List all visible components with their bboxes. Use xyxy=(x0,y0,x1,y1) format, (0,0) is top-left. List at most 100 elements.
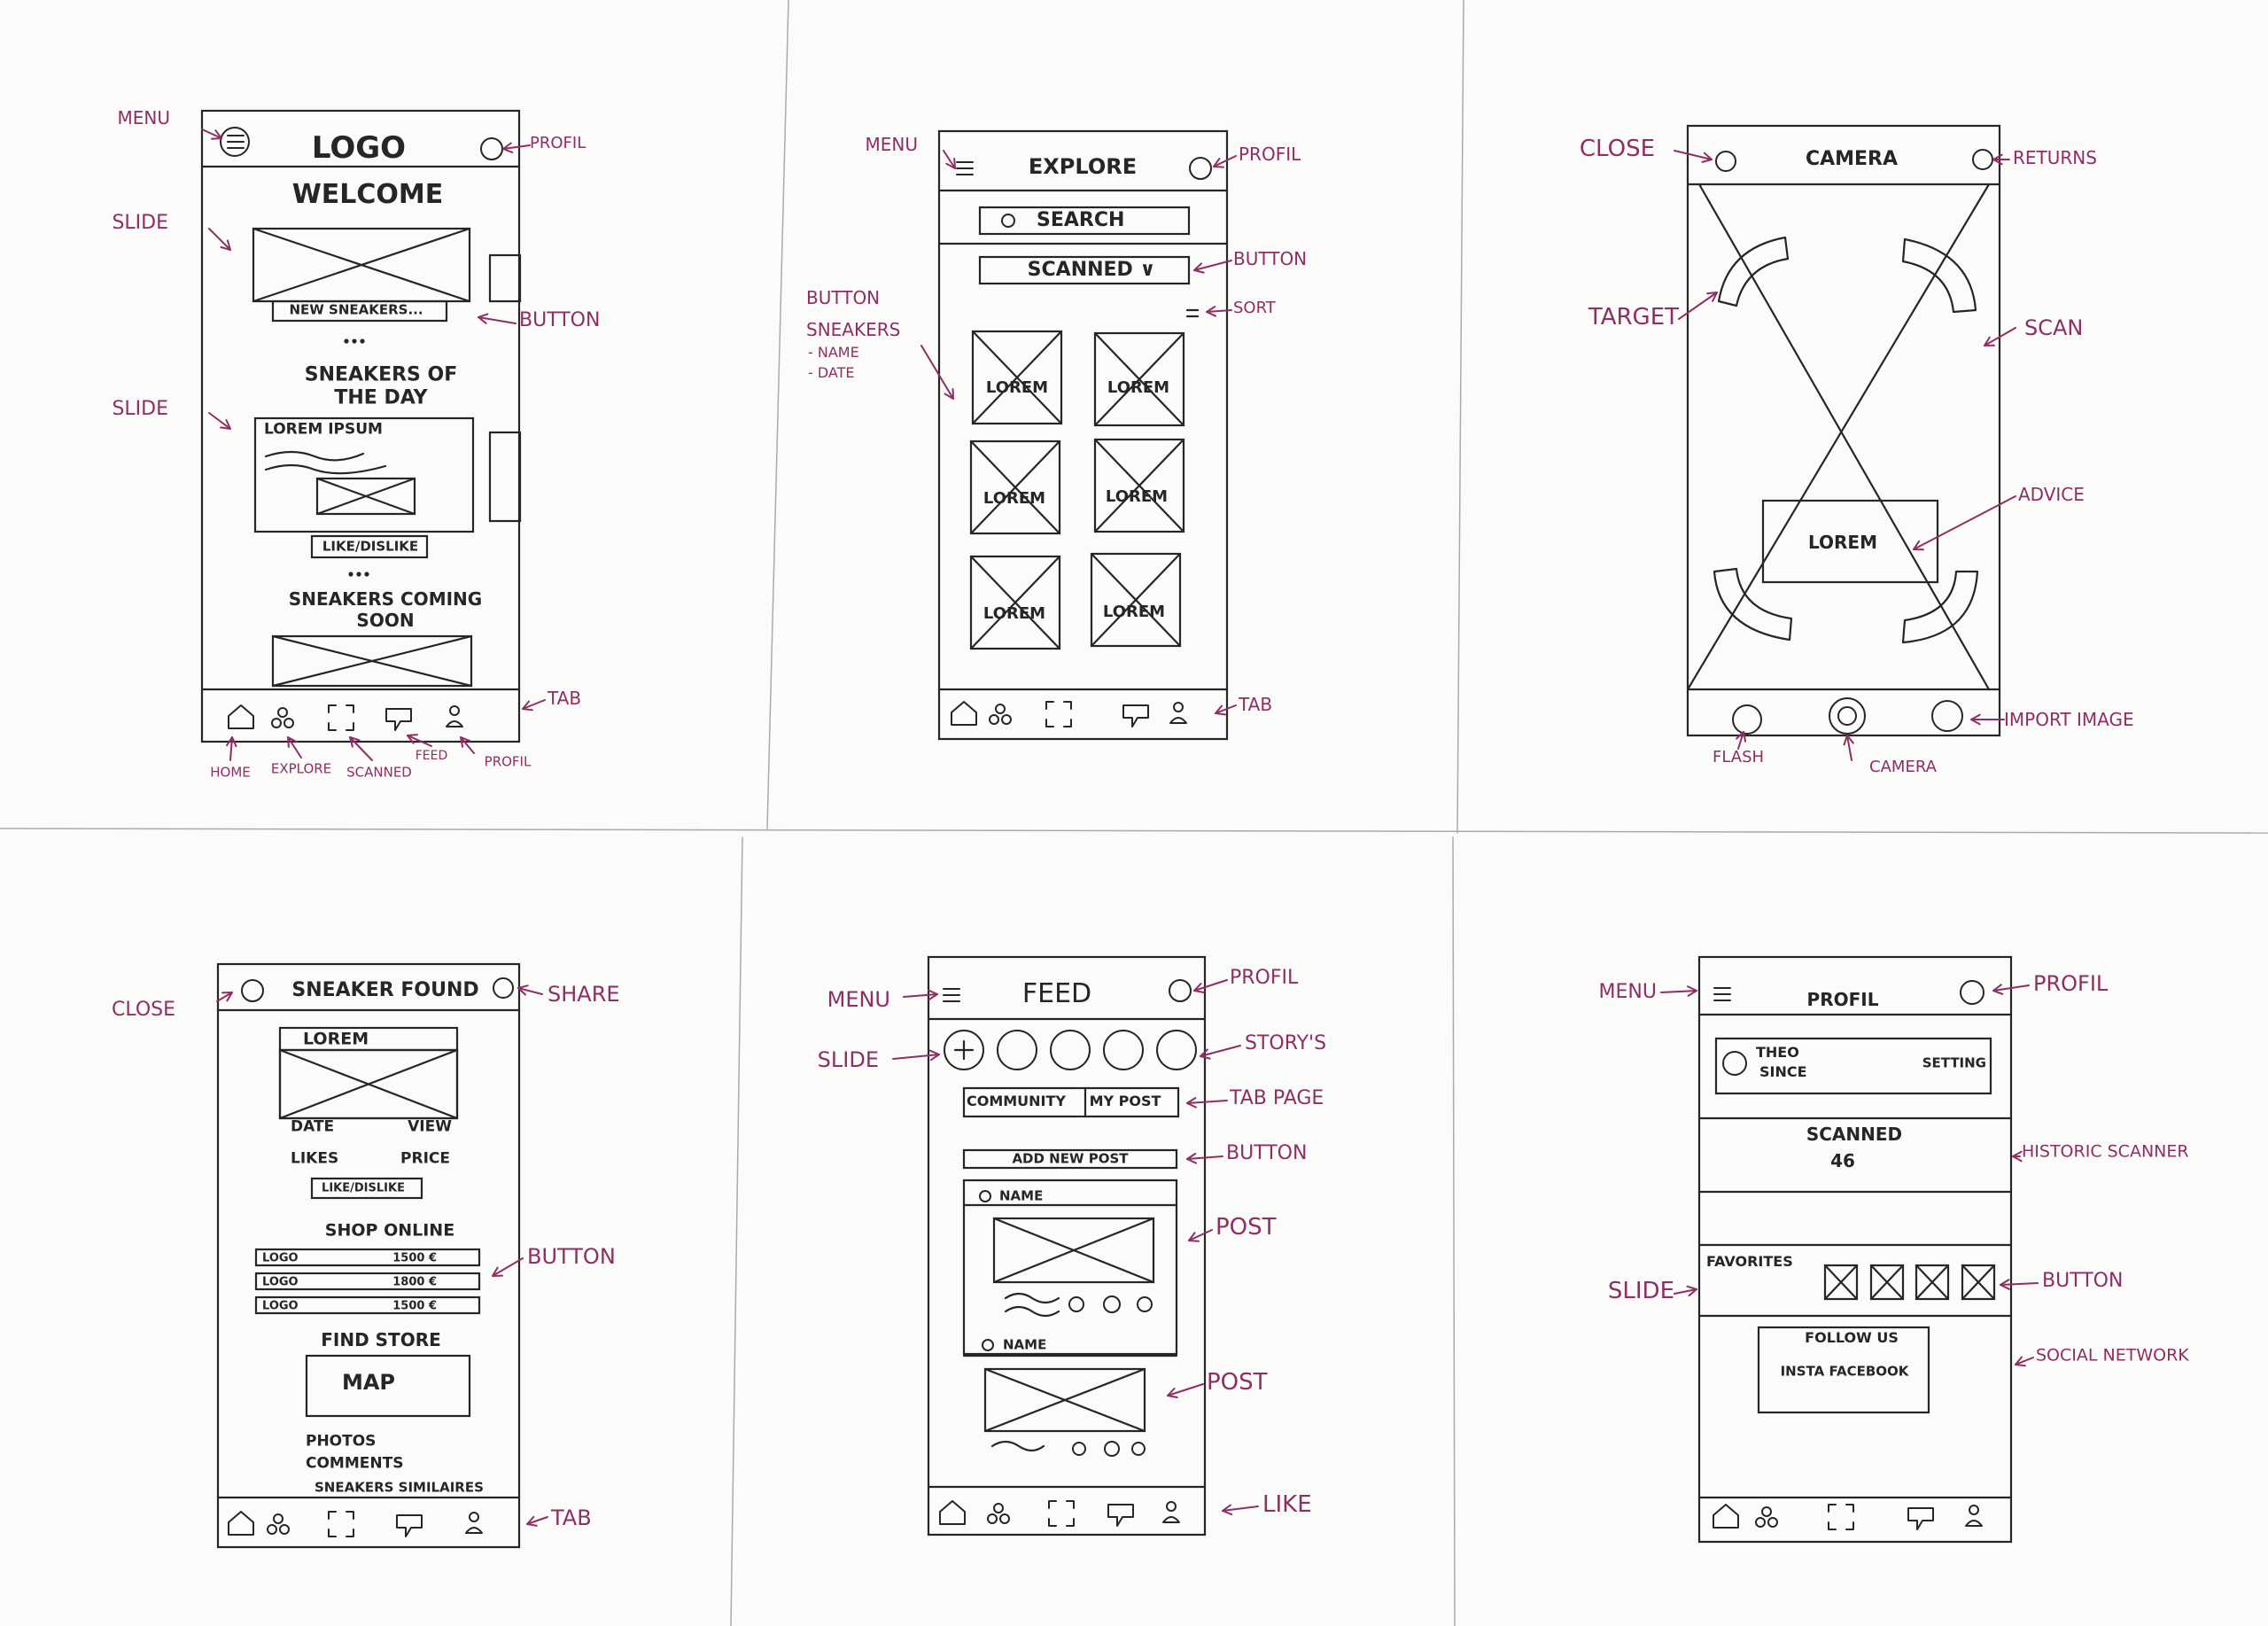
menu-icon[interactable] xyxy=(220,127,250,157)
explore-note-button-left: BUTTON xyxy=(806,287,881,308)
explore-grid-tile[interactable] xyxy=(1093,331,1185,427)
found-like-button[interactable]: LIKE/DISLIKE xyxy=(322,1181,405,1195)
profile-tab-icon[interactable] xyxy=(1969,1505,1979,1515)
profil-favorite-item[interactable] xyxy=(1869,1264,1905,1301)
profile-tab-icon[interactable] xyxy=(446,720,463,727)
profil-favorite-item[interactable] xyxy=(1823,1264,1859,1301)
story-avatar[interactable] xyxy=(1156,1030,1197,1070)
profile-tab-icon[interactable] xyxy=(1965,1520,1983,1527)
profil-favorite-item[interactable] xyxy=(1961,1264,1996,1301)
found-shop-button[interactable] xyxy=(254,1272,481,1291)
share-icon[interactable] xyxy=(1137,1296,1153,1312)
explore-search-field[interactable] xyxy=(978,206,1191,236)
found-shop-button[interactable] xyxy=(254,1295,481,1315)
story-add-icon[interactable] xyxy=(944,1030,984,1070)
profil-setting[interactable]: SETTING xyxy=(1922,1054,1986,1071)
home-slide-button[interactable] xyxy=(271,300,448,323)
profile-tab-icon[interactable] xyxy=(1166,1501,1177,1512)
feed-icon[interactable] xyxy=(1907,1507,1934,1530)
arrow-slide xyxy=(1674,1288,1697,1295)
explore-grid-tile[interactable] xyxy=(969,440,1061,535)
home-card-like-button[interactable] xyxy=(310,534,429,559)
story-avatar[interactable] xyxy=(997,1030,1037,1070)
explore-icon[interactable] xyxy=(1755,1517,1766,1528)
explore-icon[interactable] xyxy=(989,714,999,725)
feed-tab-community[interactable]: COMMUNITY xyxy=(966,1093,1067,1109)
home-icon[interactable] xyxy=(951,701,977,726)
explore-search[interactable]: SEARCH xyxy=(1037,209,1125,231)
arrow-slide xyxy=(892,1054,940,1060)
flash-icon[interactable] xyxy=(1732,704,1762,735)
close-icon[interactable] xyxy=(241,979,264,1002)
explore-icon[interactable] xyxy=(995,704,1006,714)
home-card-like-button[interactable]: LIKE/DISLIKE xyxy=(322,538,419,555)
camera-shutter-icon[interactable] xyxy=(1837,706,1857,726)
explore-icon[interactable] xyxy=(284,718,294,728)
explore-icon[interactable] xyxy=(999,1513,1010,1524)
comment-icon[interactable] xyxy=(1104,1441,1120,1457)
explore-filter[interactable]: SCANNED ∨ xyxy=(1027,259,1156,281)
scan-icon[interactable] xyxy=(1828,1504,1854,1530)
explore-grid-tile[interactable] xyxy=(971,330,1063,425)
scan-icon[interactable] xyxy=(1048,1500,1075,1527)
close-icon[interactable] xyxy=(1715,151,1736,172)
explore-icon[interactable] xyxy=(993,1503,1004,1513)
explore-filter-button[interactable] xyxy=(978,255,1191,285)
explore-grid-tile[interactable] xyxy=(969,555,1061,650)
found-map[interactable] xyxy=(305,1354,471,1418)
found-map[interactable]: MAP xyxy=(341,1370,396,1395)
story-avatar[interactable] xyxy=(1050,1030,1091,1070)
home-slide-button[interactable]: NEW SNEAKERS... xyxy=(289,301,423,318)
profile-tab-icon[interactable] xyxy=(449,705,460,716)
found-like-button[interactable] xyxy=(310,1177,423,1200)
explore-icon[interactable] xyxy=(273,1513,284,1524)
story-avatar[interactable] xyxy=(1103,1030,1144,1070)
scan-icon[interactable] xyxy=(328,1511,354,1537)
profile-icon[interactable] xyxy=(1169,979,1192,1002)
share-icon[interactable] xyxy=(1131,1442,1146,1456)
scan-icon[interactable] xyxy=(328,704,354,731)
found-shop-button[interactable] xyxy=(254,1248,481,1267)
home-icon[interactable] xyxy=(228,1511,254,1536)
feed-tab-my-post[interactable]: MY POST xyxy=(1089,1093,1161,1109)
home-icon[interactable] xyxy=(1713,1504,1739,1529)
profil-socials[interactable]: INSTA FACEBOOK xyxy=(1780,1363,1909,1380)
profile-tab-icon[interactable] xyxy=(1173,702,1184,712)
profile-icon[interactable] xyxy=(1960,980,1984,1005)
import-image-icon[interactable] xyxy=(1931,700,1963,732)
profil-favorite-item[interactable] xyxy=(1915,1264,1950,1301)
explore-icon[interactable] xyxy=(1001,714,1012,725)
found-extra-similar[interactable]: SNEAKERS SIMILAIRES xyxy=(315,1479,484,1496)
profile-icon[interactable] xyxy=(1189,157,1212,180)
camera-shutter-icon[interactable] xyxy=(1829,697,1866,735)
profile-tab-icon[interactable] xyxy=(1169,717,1187,724)
explore-grid-tile[interactable] xyxy=(1093,438,1185,533)
feed-tab-page[interactable] xyxy=(962,1086,1180,1118)
home-icon[interactable] xyxy=(939,1500,966,1525)
found-extra-photos[interactable]: PHOTOS xyxy=(306,1432,377,1451)
home-icon[interactable] xyxy=(228,704,254,729)
scan-icon[interactable] xyxy=(1045,701,1072,727)
explore-icon[interactable] xyxy=(271,718,282,728)
explore-icon[interactable] xyxy=(1767,1517,1778,1528)
profile-tab-icon[interactable] xyxy=(465,1527,483,1534)
feed-add-post-button[interactable] xyxy=(962,1148,1178,1170)
share-icon[interactable] xyxy=(493,977,514,999)
found-extra-comments[interactable]: COMMENTS xyxy=(306,1454,404,1473)
feed-icon[interactable] xyxy=(1122,704,1149,727)
feed-icon[interactable] xyxy=(1107,1504,1134,1527)
explore-grid-tile[interactable] xyxy=(1090,552,1182,648)
explore-icon[interactable] xyxy=(1761,1506,1772,1517)
like-icon[interactable] xyxy=(1072,1442,1086,1456)
explore-icon[interactable] xyxy=(279,1524,290,1535)
feed-icon[interactable] xyxy=(396,1514,423,1537)
comment-icon[interactable] xyxy=(1103,1295,1121,1313)
explore-icon[interactable] xyxy=(987,1513,998,1524)
profile-tab-icon[interactable] xyxy=(469,1512,479,1522)
explore-icon[interactable] xyxy=(277,707,288,718)
explore-icon[interactable] xyxy=(267,1524,277,1535)
like-icon[interactable] xyxy=(1068,1296,1084,1312)
profile-tab-icon[interactable] xyxy=(1162,1516,1180,1523)
feed-add-post-button[interactable]: ADD NEW POST xyxy=(1012,1150,1129,1167)
feed-icon[interactable] xyxy=(385,708,412,731)
